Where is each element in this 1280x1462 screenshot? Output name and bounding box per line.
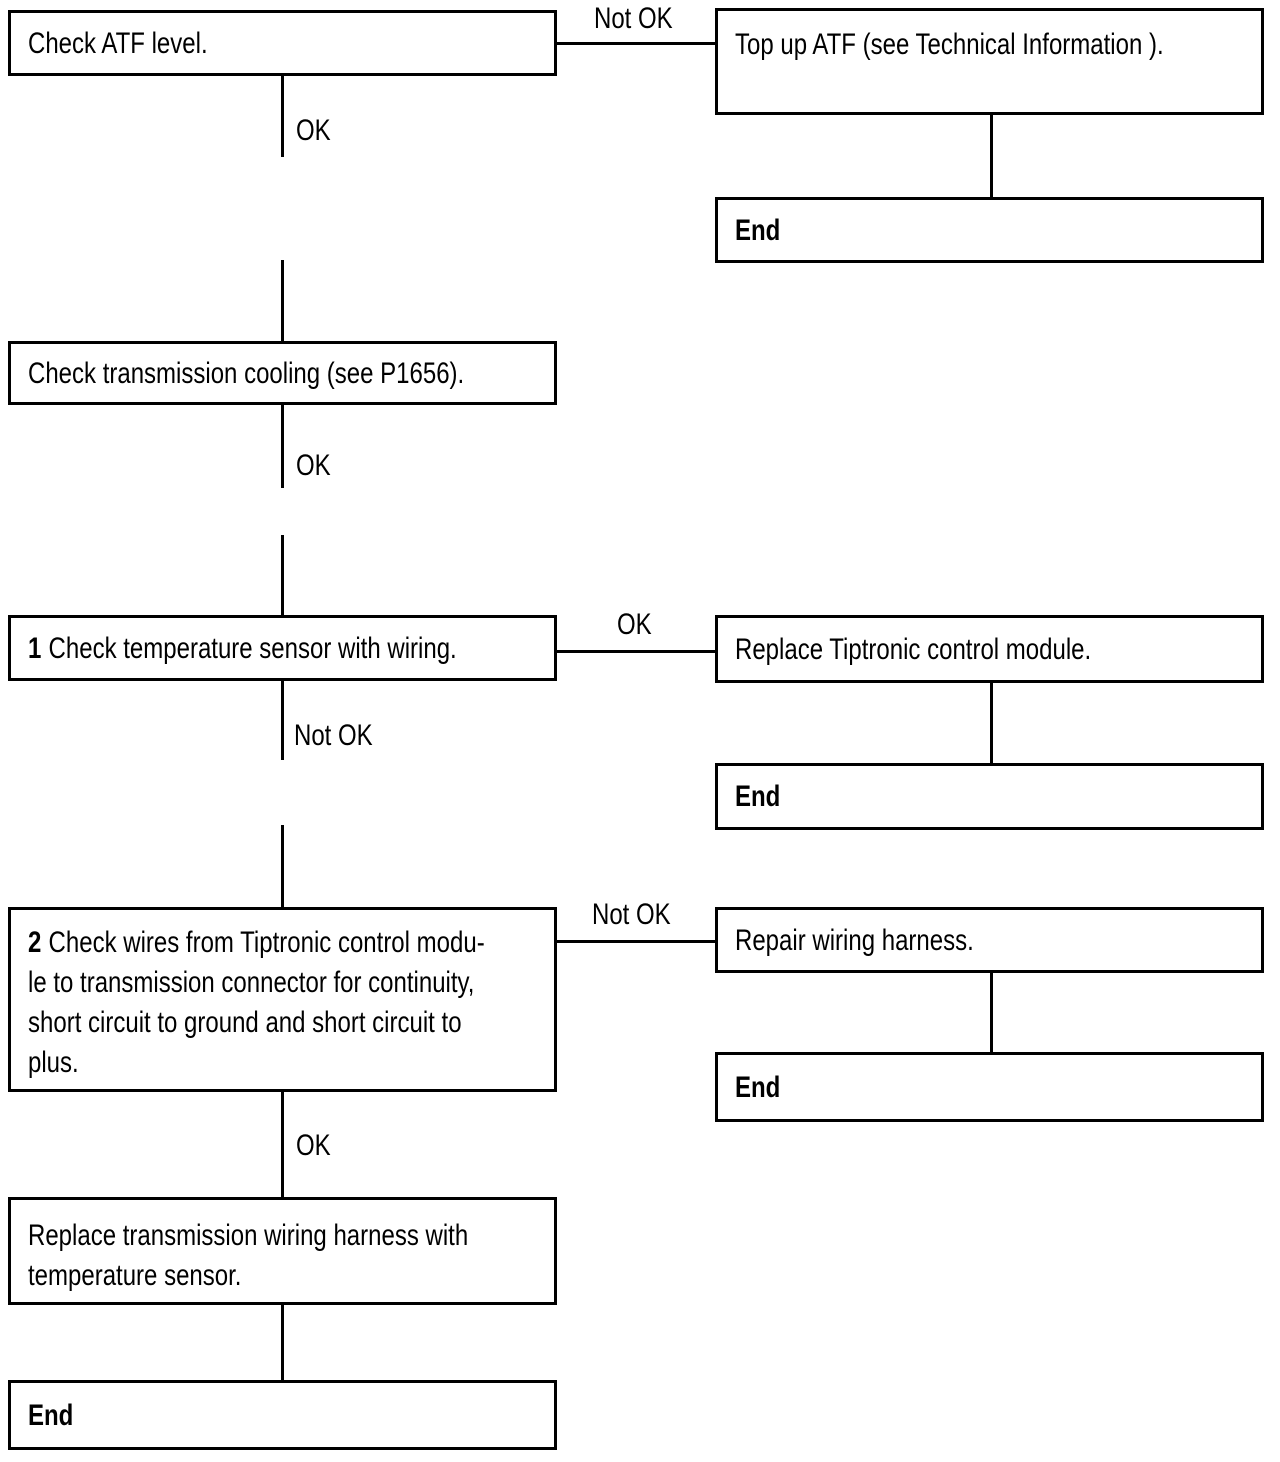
edge-label-wires-not-ok: Not OK [592,898,671,931]
node-check-transmission-cooling-text: Check transmission cooling (see P1656). [28,356,465,390]
node-check-wires-line-4: plus. [28,1046,79,1079]
node-replace-transmission-harness-line-1: Replace transmission wiring harness with [28,1219,469,1252]
node-check-transmission-cooling: Check transmission cooling (see P1656). [8,341,557,405]
connector-atf-ok-segment-1 [281,75,284,157]
node-end-top-up-text: End [735,213,781,247]
node-check-wires-line-3: short circuit to ground and short circui… [28,1006,462,1039]
node-check-temperature-sensor-label: Check temperature sensor with wiring. [48,631,457,665]
node-check-wires-line-1-text: Check wires from Tiptronic control modu- [48,926,485,959]
node-replace-tiptronic-module-text: Replace Tiptronic control module. [735,632,1092,666]
node-check-atf-level-text: Check ATF level. [28,26,208,60]
node-end-repair-harness-text: End [735,1070,781,1104]
connector-cooling-ok-segment-1 [281,405,284,488]
connector-atf-ok-segment-2 [281,260,284,343]
node-top-up-atf-text: Top up ATF (see Technical Information ). [735,28,1164,61]
node-end-top-up: End [715,197,1264,263]
node-replace-transmission-harness-line-2: temperature sensor. [28,1259,242,1292]
node-check-atf-level: Check ATF level. [8,10,557,76]
node-replace-transmission-harness-text: Replace transmission wiring harness with… [28,1216,554,1296]
node-check-wires-step: 2 [28,926,42,959]
node-end-replace-module-text: End [735,780,781,813]
connector-temp-sensor-not-ok-segment-1 [281,681,284,760]
node-end-final: End [8,1380,557,1450]
node-repair-wiring-harness: Repair wiring harness. [715,907,1264,973]
connector-repair-harness-to-end [990,973,993,1052]
connector-replace-harness-to-end [281,1305,284,1380]
node-replace-transmission-harness: Replace transmission wiring harness with… [8,1197,557,1305]
node-end-repair-harness: End [715,1052,1264,1122]
edge-label-atf-not-ok: Not OK [594,2,673,35]
edge-wires-not-ok-line [557,940,717,943]
connector-cooling-ok-segment-2 [281,535,284,617]
edge-temp-sensor-ok-line [557,650,717,653]
connector-top-up-atf-to-end [990,115,993,197]
node-end-replace-module: End [715,763,1264,830]
node-repair-wiring-harness-text: Repair wiring harness. [735,923,974,957]
node-top-up-atf: Top up ATF (see Technical Information ). [715,8,1264,115]
edge-label-temp-sensor-not-ok: Not OK [294,719,373,752]
node-check-temperature-sensor-step: 1 [28,631,42,665]
edge-label-atf-ok: OK [296,114,331,147]
edge-label-temp-sensor-ok: OK [617,608,652,641]
node-end-final-text: End [28,1398,74,1432]
connector-replace-module-to-end [990,683,993,763]
connector-wires-ok-line [281,1092,284,1197]
edge-label-cooling-ok: OK [296,449,331,482]
edge-atf-not-ok-line [557,42,717,45]
edge-label-wires-ok: OK [296,1129,331,1162]
connector-temp-sensor-not-ok-segment-2 [281,825,284,909]
node-replace-tiptronic-module: Replace Tiptronic control module. [715,615,1264,683]
node-check-wires-line-2: le to transmission connector for continu… [28,966,475,999]
